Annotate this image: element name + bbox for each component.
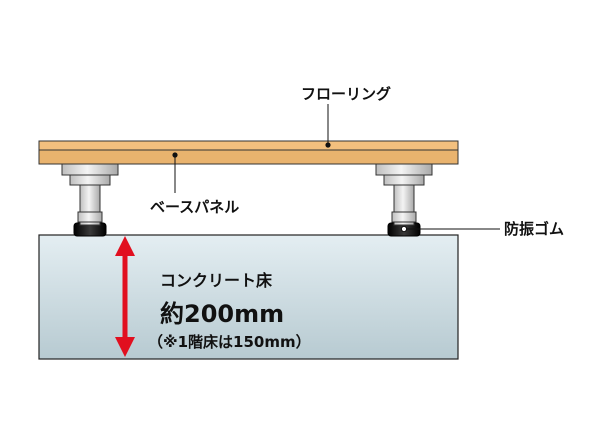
concrete-slab: [38, 234, 459, 360]
pedestal-nut-left: [77, 211, 103, 223]
pedestal-right: [375, 163, 433, 237]
flooring-leader-dot: [325, 142, 331, 148]
pedestal-plate-right: [375, 163, 433, 176]
pedestal-head-left: [69, 174, 111, 186]
rubber-leader-dot: [400, 225, 408, 233]
thickness-value: 約200mm: [160, 300, 284, 328]
concrete-label: コンクリート床: [160, 271, 273, 290]
pedestal-head-right: [383, 174, 425, 186]
base-panel: [38, 149, 459, 165]
thickness-note: （※1階床は150mm）: [148, 333, 311, 351]
flooring-board: [38, 140, 459, 151]
base-panel-leader-dot: [172, 152, 178, 158]
pedestal-left: [61, 163, 119, 237]
rubber-label: 防振ゴム: [504, 220, 564, 238]
pedestal-plate-left: [61, 163, 119, 176]
pedestal-nut-right: [391, 211, 417, 223]
double-headed-arrow-icon: [115, 236, 135, 357]
flooring-label: フローリング: [301, 85, 391, 103]
base-panel-label: ベースパネル: [150, 198, 239, 216]
